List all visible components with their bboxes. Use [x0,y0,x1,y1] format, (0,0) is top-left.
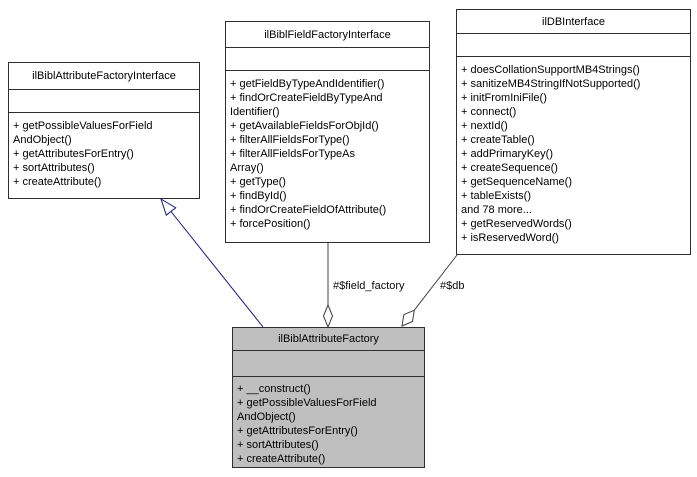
member: + forcePosition() [230,218,311,230]
member: + getAttributesForEntry() [13,148,134,160]
class-title: ilBiblAttributeFactory [233,328,424,351]
member: + filterAllFieldsForTypeAs [230,148,356,160]
member-list: + __construct() + getPossibleValuesForFie… [233,377,424,466]
member: Array() [230,162,264,174]
inheritance-arrowhead-icon [160,197,177,217]
member: + tableExists() [461,190,531,202]
member: AndObject() [13,134,72,146]
class-ilBiblAttributeFactoryInterface[interactable]: ilBiblAttributeFactoryInterface + getPos… [8,62,200,199]
member: + addPrimaryKey() [461,148,554,160]
attributes-section-empty [233,351,424,377]
member: + connect() [461,106,517,118]
class-title: ilBiblAttributeFactoryInterface [9,63,199,90]
attributes-section-empty [226,48,429,71]
attributes-section-empty [9,90,199,113]
class-title: ilBiblFieldFactoryInterface [226,22,429,48]
member: + sortAttributes() [237,439,319,451]
edge-label-db: #$db [440,280,465,292]
member: + doesCollationSupportMB4Strings() [461,64,640,76]
member: + filterAllFieldsForType() [230,134,350,146]
member-list: + doesCollationSupportMB4Strings() + sani… [457,57,690,245]
member: + findOrCreateFieldByTypeAnd [230,92,383,104]
member: + isReservedWord() [461,232,559,244]
field-factory-diamond-icon [322,303,334,329]
edge-label-field-factory: #$field_factory [333,280,405,292]
class-ilDBInterface[interactable]: ilDBInterface + doesCollationSupportMB4S… [456,9,691,255]
member: + findOrCreateFieldOfAttribute() [230,204,387,216]
member: + createAttribute() [237,453,326,465]
member: + getAttributesForEntry() [237,425,358,437]
member: + getSequenceName() [461,176,572,188]
member: + createTable() [461,134,535,146]
member: + getAvailableFieldsForObjId() [230,120,379,132]
member-list: + getFieldByTypeAndIdentifier() + findOrC… [226,71,429,231]
member: + findById() [230,190,287,202]
member: + initFromIniFile() [461,92,547,104]
member: + __construct() [237,383,311,395]
member: + sanitizeMB4StringIfNotSupported() [461,78,641,90]
member: + getPossibleValuesForField [13,120,153,132]
member: AndObject() [237,411,296,423]
member: + getFieldByTypeAndIdentifier() [230,78,385,90]
member: + getReservedWords() [461,218,572,230]
attributes-section-empty [457,34,690,57]
class-ilBiblAttributeFactory[interactable]: ilBiblAttributeFactory + __construct()+ … [232,327,425,468]
member: + nextId() [461,120,508,132]
member: + sortAttributes() [13,162,95,174]
member: + createAttribute() [13,176,102,188]
class-ilBiblFieldFactoryInterface[interactable]: ilBiblFieldFactoryInterface + getFieldBy… [225,21,430,243]
member: + createSequence() [461,162,558,174]
member: + getType() [230,176,286,188]
member: + getPossibleValuesForField [237,397,377,409]
member: and 78 more... [461,204,532,216]
class-title: ilDBInterface [457,10,690,34]
member: Identifier() [230,106,280,118]
db-diamond-icon [401,309,415,327]
